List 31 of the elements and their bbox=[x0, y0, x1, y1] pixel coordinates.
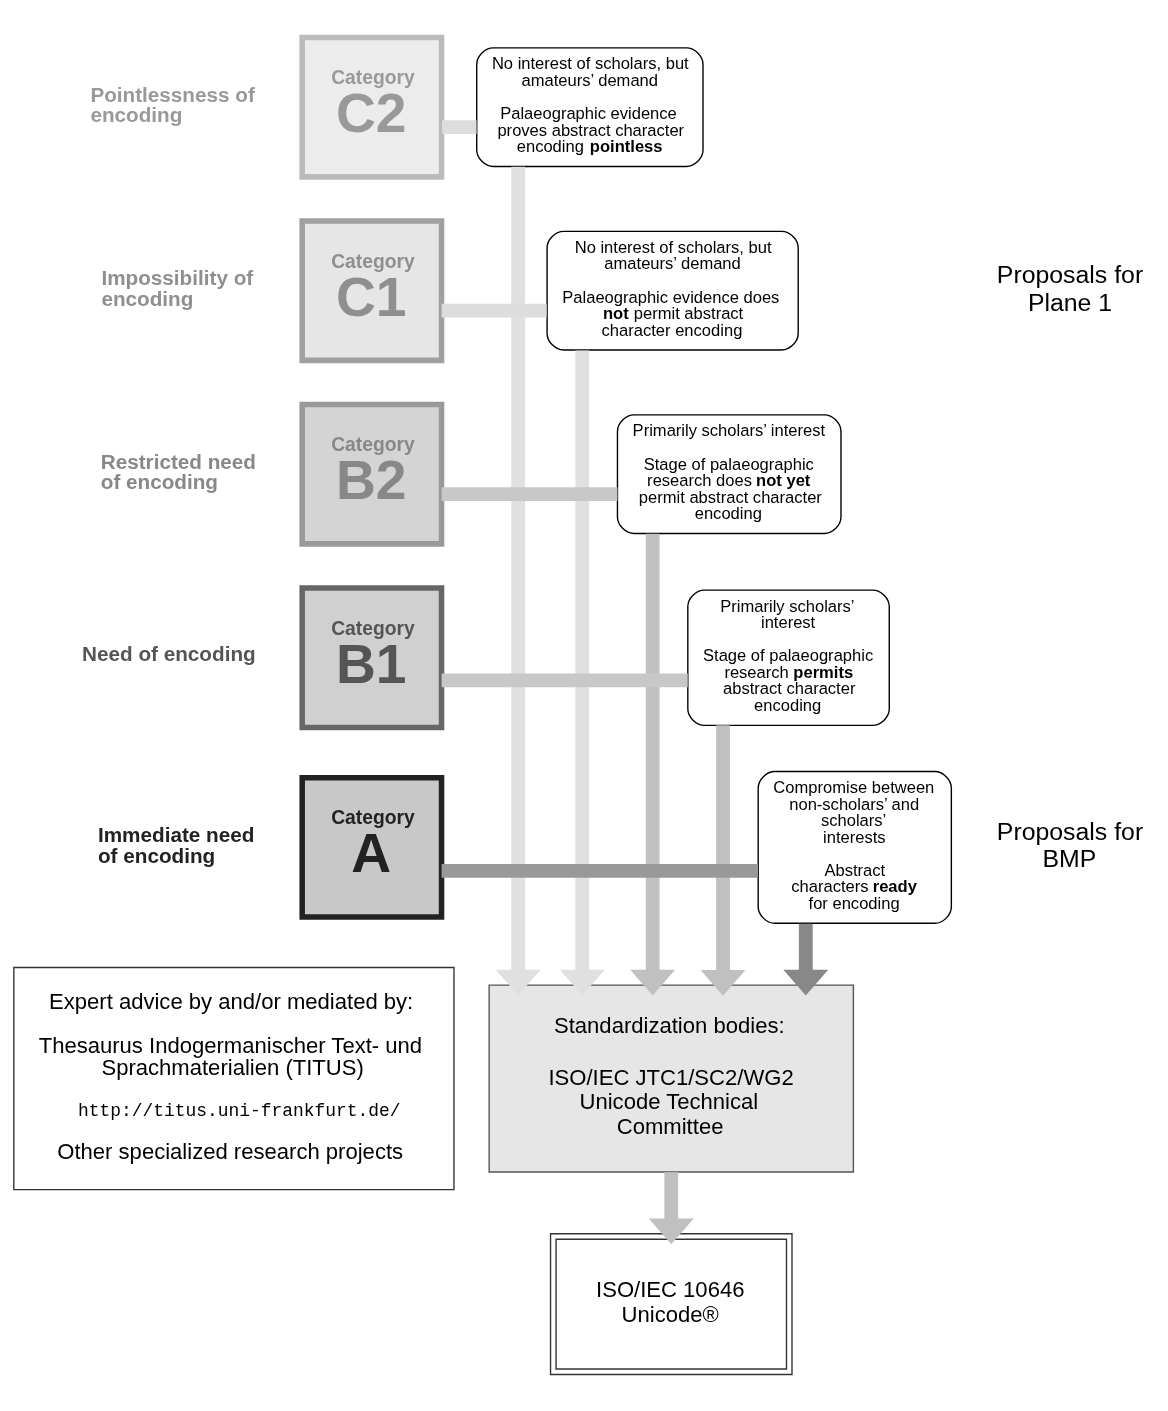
node-box: Category C1 bbox=[299, 217, 445, 363]
node-label: Immediate need of encoding bbox=[97, 822, 255, 867]
node-label: Pointlessness of encoding bbox=[90, 82, 255, 126]
node-box: Primarily scholars’ interest Stage of palaeographic research permits abstract character encoding bbox=[687, 588, 890, 726]
arrow bbox=[783, 923, 829, 995]
connector bbox=[441, 303, 547, 318]
node-box: Category A bbox=[299, 774, 445, 920]
connector bbox=[441, 863, 758, 878]
node-label: Impossibility of encoding bbox=[101, 265, 254, 310]
node-label: Restricted need of encoding bbox=[100, 449, 256, 493]
node-box: Compromise between non-scholars’ and scholars’ interests Abstract characters ready for encoding bbox=[757, 770, 953, 924]
node-box: Primarily scholars’ interest Stage of palaeographic research does not yet permit abstract character encoding bbox=[616, 413, 842, 534]
arrow bbox=[648, 1171, 694, 1244]
connector bbox=[441, 673, 688, 687]
node-box: Category B2 bbox=[299, 401, 445, 547]
node-box: Expert advice by and/or mediated by: Thesaurus Indogermanischer Text- und Sprachmaterialien (TITUS) http://titus.uni-frankfurt.de/ Other specialized research projects bbox=[13, 966, 455, 1190]
node-box: Category C2 bbox=[299, 34, 445, 180]
arrow bbox=[700, 724, 746, 996]
arrow bbox=[559, 350, 605, 995]
connector bbox=[441, 486, 618, 501]
node-box: Standardization bodies: ISO/IEC JTC1/SC2/WG2 Unicode Technical Committee bbox=[488, 983, 855, 1173]
node-box: No interest of scholars, but amateurs’ demand Palaeographic evidence does not permit abstract character encoding bbox=[546, 230, 799, 351]
node-box: ISO/IEC 10646 Unicode® bbox=[549, 1232, 793, 1375]
connector bbox=[442, 119, 477, 134]
node-label: Need of encoding bbox=[82, 641, 256, 665]
arrow bbox=[495, 166, 541, 995]
node-box: Category B1 bbox=[299, 584, 445, 730]
label: Proposals for Plane 1 bbox=[996, 260, 1144, 316]
arrow bbox=[630, 533, 676, 995]
label: Proposals for BMP bbox=[996, 817, 1144, 872]
node-box: No interest of scholars, but amateurs’ demand Palaeographic evidence proves abstract character encoding pointless bbox=[476, 46, 704, 167]
